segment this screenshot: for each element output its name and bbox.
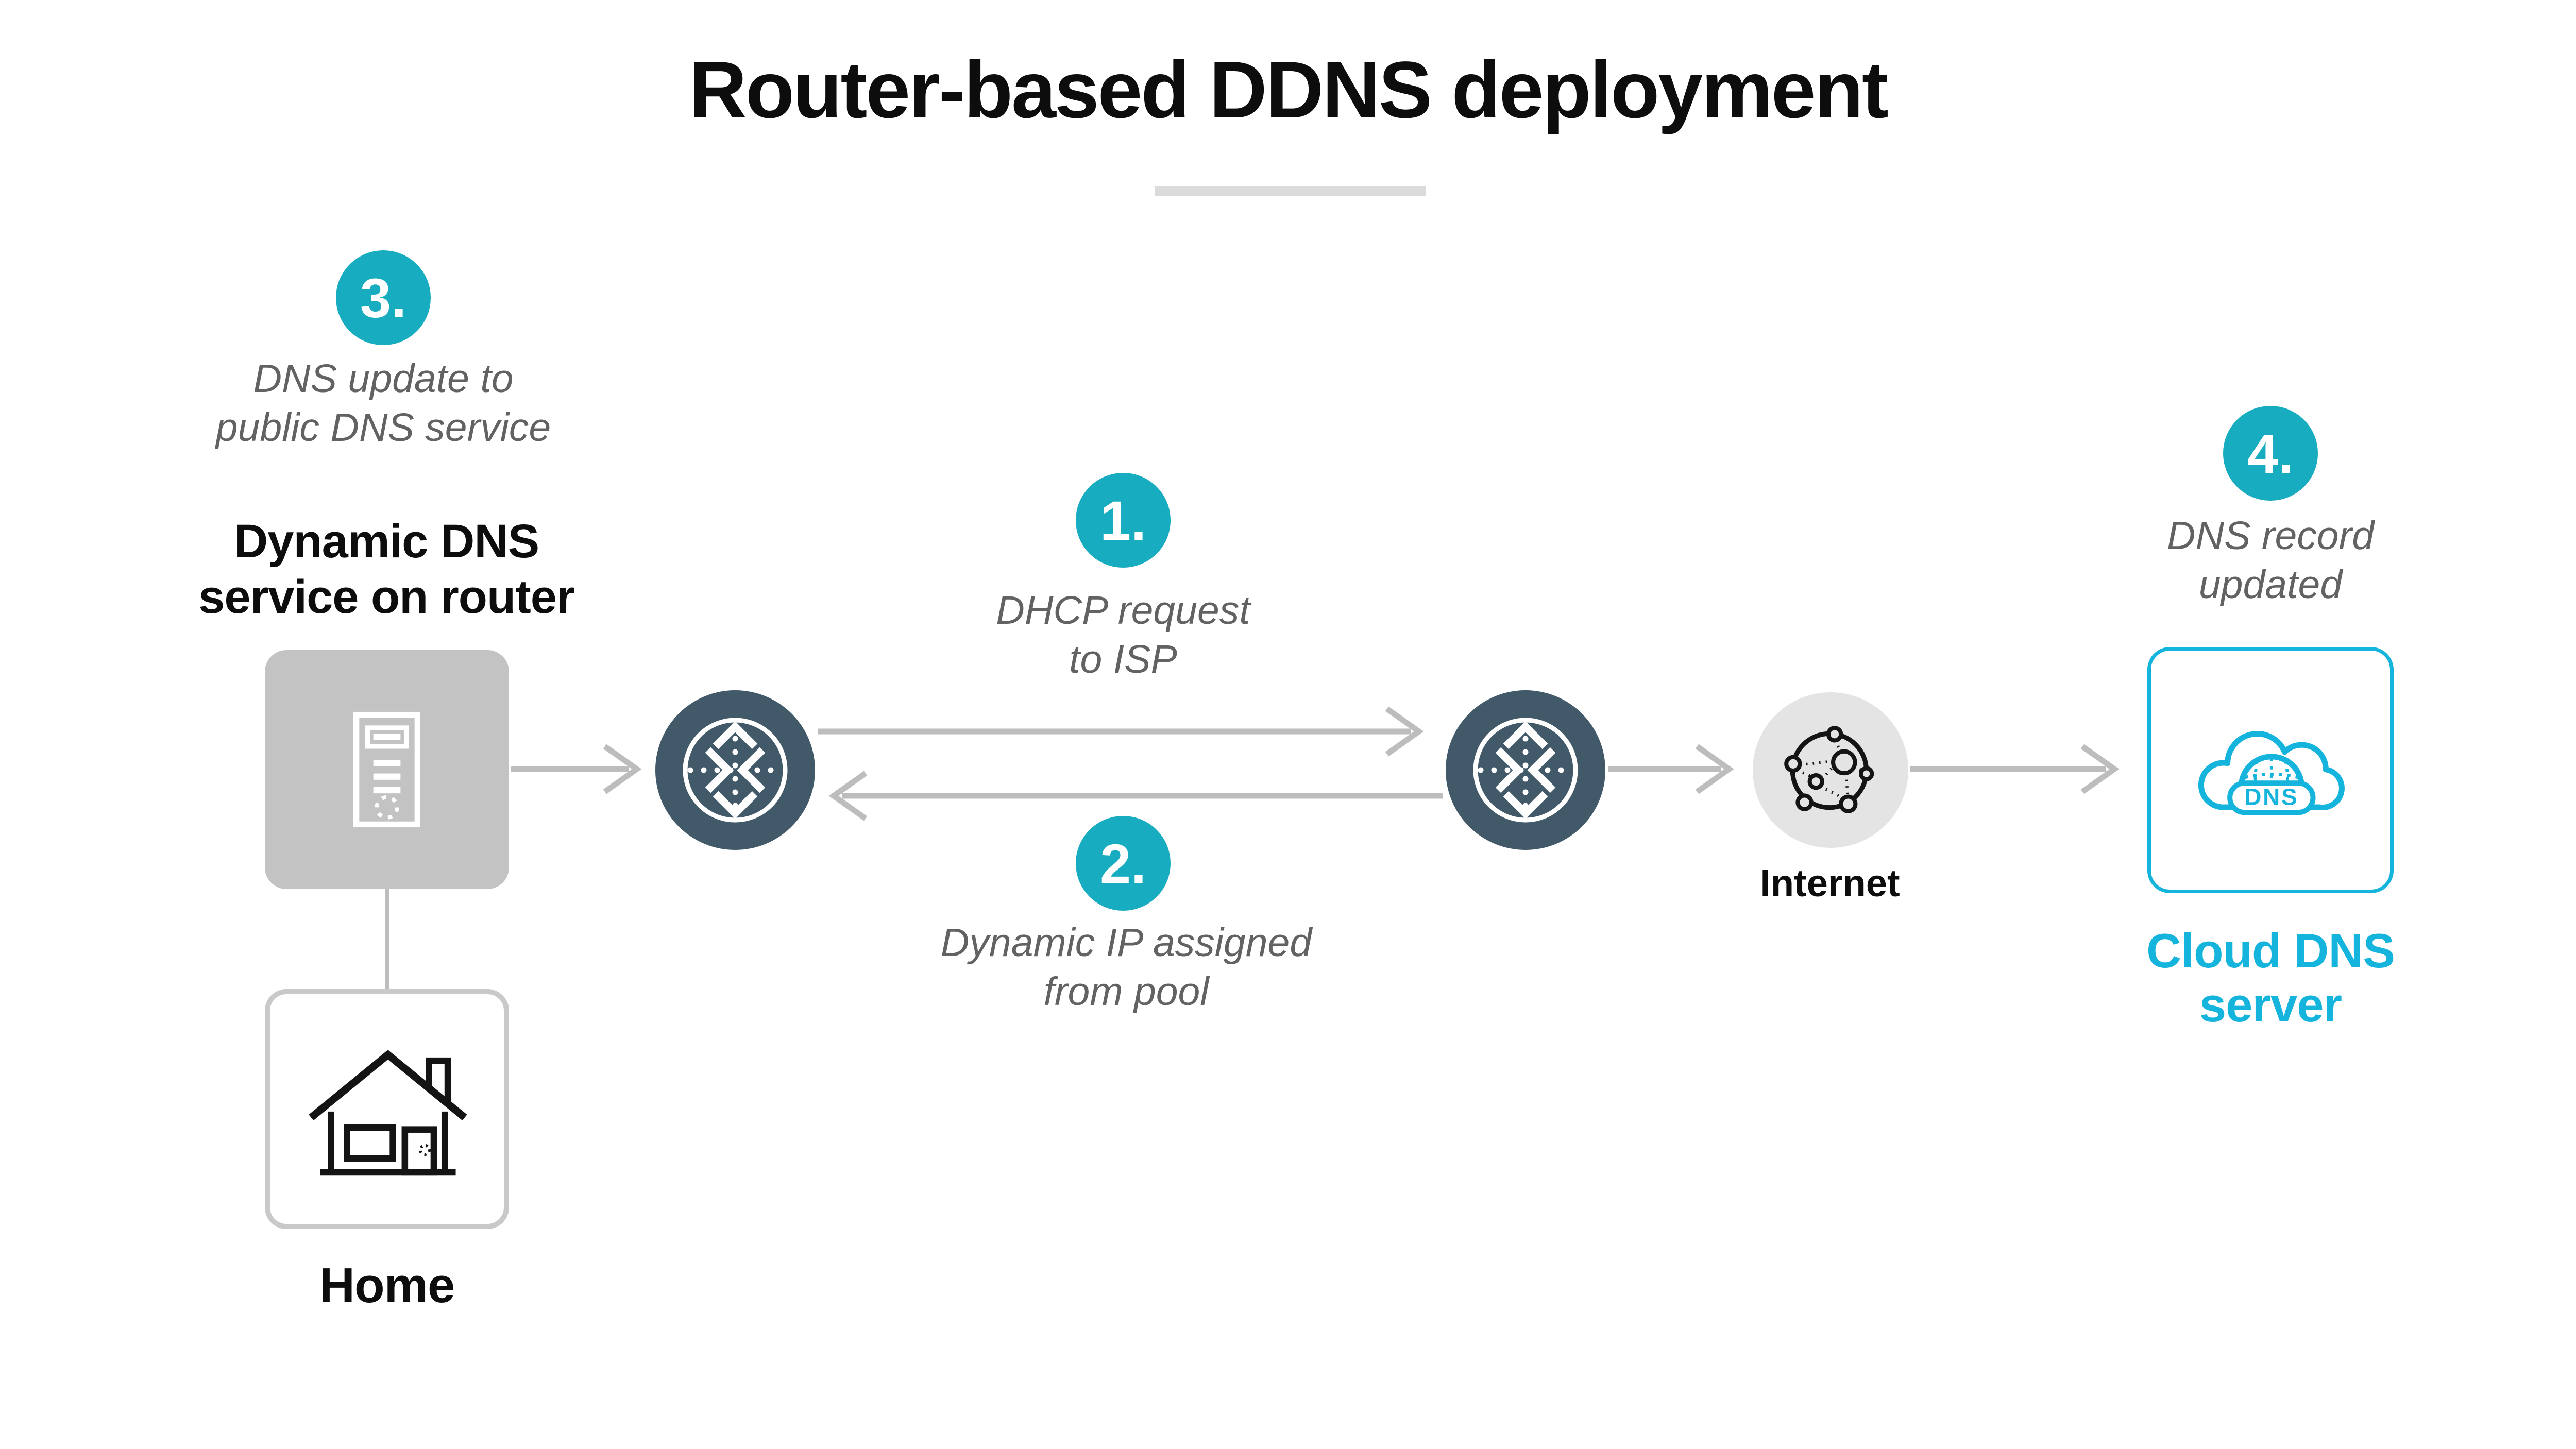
cloud-dns-icon: DNS xyxy=(2198,730,2345,815)
step-2-badge: 2. xyxy=(1076,816,1171,911)
network-globe-icon xyxy=(1784,726,1874,813)
router-icon xyxy=(1473,718,1578,823)
title-divider xyxy=(1155,186,1426,196)
dhcp-request-arrow xyxy=(818,706,1424,757)
router-with-ddns-node xyxy=(265,650,509,889)
internet-node xyxy=(1753,692,1908,848)
server-tower-icon xyxy=(353,711,420,828)
home-router-node xyxy=(655,690,815,850)
home-to-isp-arrow xyxy=(511,744,642,794)
step-1-badge: 1. xyxy=(1076,473,1171,568)
house-icon xyxy=(309,1050,467,1176)
isp-router-node xyxy=(1446,690,1605,850)
router-service-label-line1: Dynamic DNS xyxy=(233,515,539,568)
step-4-number: 4. xyxy=(2247,422,2294,485)
internet-to-cloud-arrow xyxy=(1910,744,2120,794)
router-service-label: Dynamic DNS service on router xyxy=(26,514,747,625)
step-4-caption-line1: DNS record xyxy=(2166,514,2375,558)
step-4-caption-line2: updated xyxy=(2198,562,2343,607)
step-1-caption: DHCP request to ISP xyxy=(762,586,1484,685)
cloud-dns-label-line1: Cloud DNS xyxy=(2146,924,2395,978)
step-1-number: 1. xyxy=(1099,489,1147,552)
step-1-caption-line2: to ISP xyxy=(1069,637,1177,682)
cloud-dns-label-line2: server xyxy=(2199,978,2342,1032)
home-label: Home xyxy=(319,1258,455,1313)
step-3-caption: DNS update to public DNS service xyxy=(23,354,744,453)
step-2-caption-line2: from pool xyxy=(1043,969,1209,1014)
step-3-caption-line1: DNS update to xyxy=(253,356,514,401)
step-1-caption-line1: DHCP request xyxy=(996,588,1250,633)
internet-label: Internet xyxy=(1760,862,1900,905)
router-service-label-line2: service on router xyxy=(198,570,575,623)
dns-pill-label: DNS xyxy=(2244,783,2298,810)
home-to-router-connector xyxy=(385,889,389,989)
cloud-dns-label: Cloud DNS server xyxy=(1910,924,2576,1032)
step-4-badge: 4. xyxy=(2223,406,2318,501)
cloud-dns-node: DNS xyxy=(2147,647,2394,893)
step-4-caption: DNS record updated xyxy=(1910,512,2576,610)
step-3-badge: 3. xyxy=(336,250,431,345)
step-2-caption: Dynamic IP assigned from pool xyxy=(766,918,1487,1017)
step-3-caption-line2: public DNS service xyxy=(215,405,551,450)
step-2-caption-line1: Dynamic IP assigned xyxy=(940,920,1312,965)
router-to-internet-arrow xyxy=(1608,744,1734,794)
step-2-number: 2. xyxy=(1099,832,1147,895)
ip-assigned-arrow xyxy=(828,771,1443,821)
home-node xyxy=(265,989,509,1229)
step-3-number: 3. xyxy=(360,266,407,329)
page-title: Router-based DDNS deployment xyxy=(689,45,1889,135)
router-icon xyxy=(683,718,788,823)
